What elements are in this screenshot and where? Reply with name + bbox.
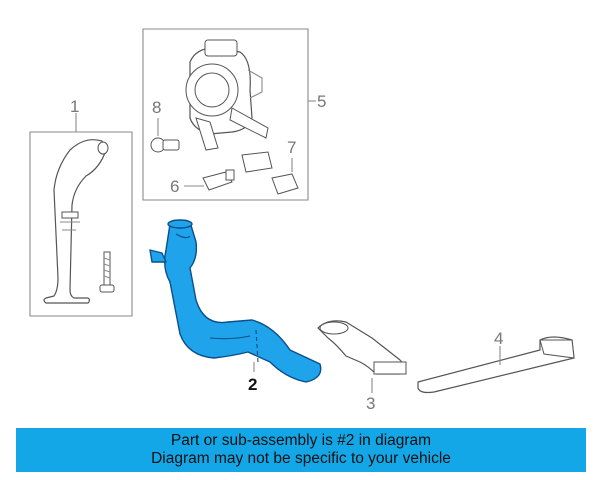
part-2-duct-highlighted: [149, 219, 322, 383]
callout-8: 8: [152, 98, 161, 117]
banner-line-2: Diagram may not be specific to your vehi…: [151, 450, 451, 467]
part-1-group-box: [29, 131, 133, 317]
callout-5: 5: [317, 92, 326, 111]
part-1-duct: [43, 139, 109, 304]
info-banner: Part or sub-assembly is #2 in diagram Di…: [16, 428, 586, 472]
part-4-duct: [417, 336, 575, 394]
part-8-push-pin: [150, 137, 180, 153]
part-6-connector: [202, 169, 235, 191]
part-5-group-box: [142, 28, 309, 201]
callout-6: 6: [170, 177, 179, 196]
callout-7: 7: [287, 138, 296, 157]
part-5-actuator: [185, 39, 269, 151]
callout-2: 2: [248, 375, 257, 394]
banner-line-1: Part or sub-assembly is #2 in diagram: [170, 432, 432, 449]
callout-3: 3: [366, 394, 375, 413]
part-3-duct: [317, 320, 407, 375]
callout-4: 4: [494, 329, 503, 348]
part-1-screw: [99, 251, 115, 293]
part-5-wire-connectors: [241, 151, 299, 195]
callout-1: 1: [70, 97, 79, 116]
